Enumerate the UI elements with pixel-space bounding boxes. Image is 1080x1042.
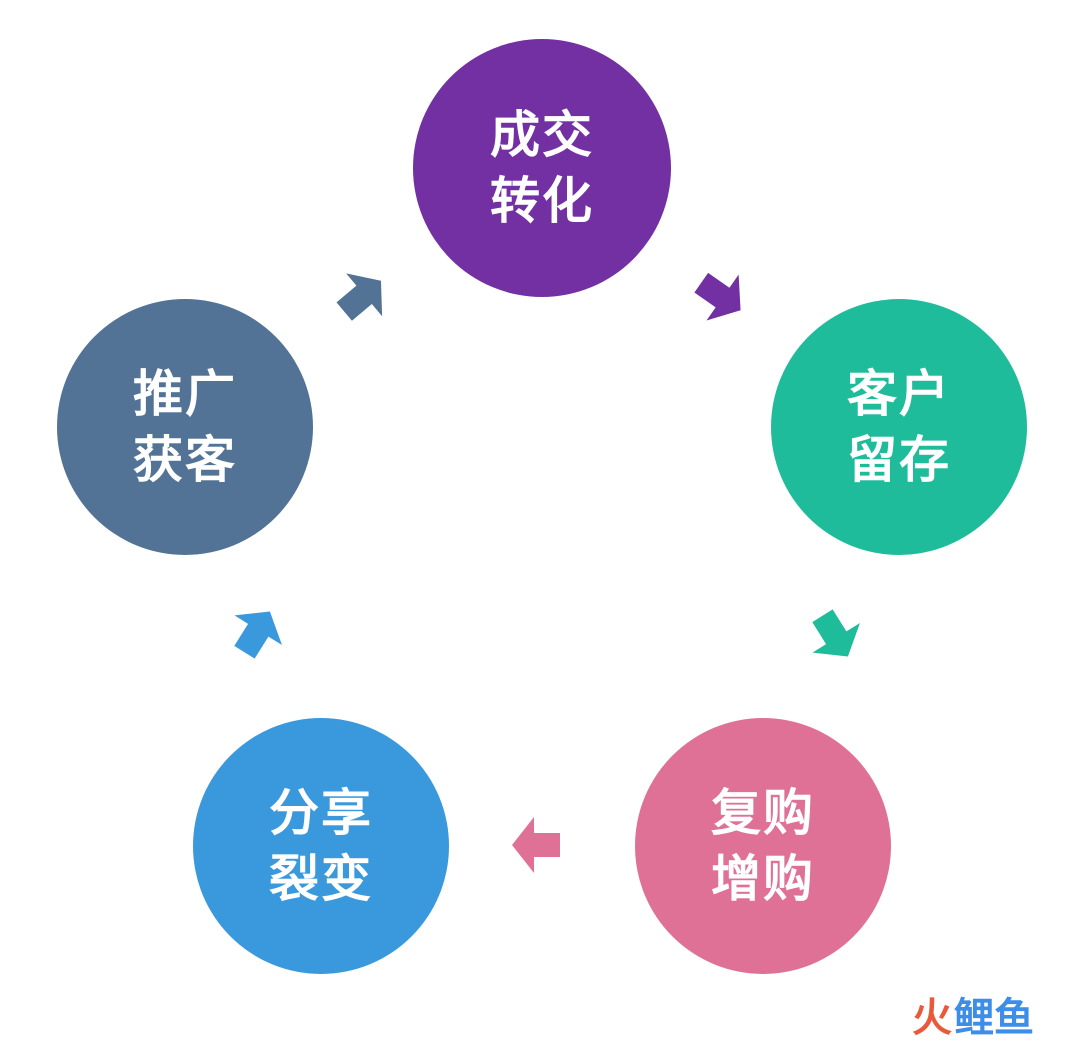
- watermark-part2: 鲤鱼: [954, 995, 1034, 1041]
- arrow-icon: [812, 609, 860, 657]
- node-label-line1: 客户: [847, 365, 951, 423]
- node-label-line1: 复购: [711, 784, 815, 842]
- arrow-icon: [512, 817, 560, 873]
- node-share-fission: 分享 裂变: [193, 718, 449, 974]
- node-label-line2: 留存: [847, 431, 951, 489]
- node-label-line1: 成交: [490, 106, 594, 164]
- watermark-part1: 火: [912, 995, 952, 1041]
- node-label-line2: 裂变: [269, 850, 373, 908]
- node-label-line1: 推广: [133, 365, 237, 423]
- node-label-line2: 获客: [133, 431, 237, 489]
- arrow-icon: [336, 273, 383, 321]
- arrow-icon: [694, 272, 741, 321]
- node-label-line1: 分享: [269, 784, 373, 842]
- arrow-icon: [234, 611, 282, 659]
- node-label-line2: 转化: [490, 172, 594, 230]
- node-deal-conversion: 成交 转化: [413, 39, 671, 297]
- node-promotion-acquisition: 推广 获客: [57, 299, 313, 555]
- node-repurchase: 复购 增购: [635, 718, 891, 974]
- watermark-logo: 火 鲤鱼: [912, 996, 1034, 1040]
- node-customer-retention: 客户 留存: [771, 299, 1027, 555]
- node-label-line2: 增购: [711, 850, 815, 908]
